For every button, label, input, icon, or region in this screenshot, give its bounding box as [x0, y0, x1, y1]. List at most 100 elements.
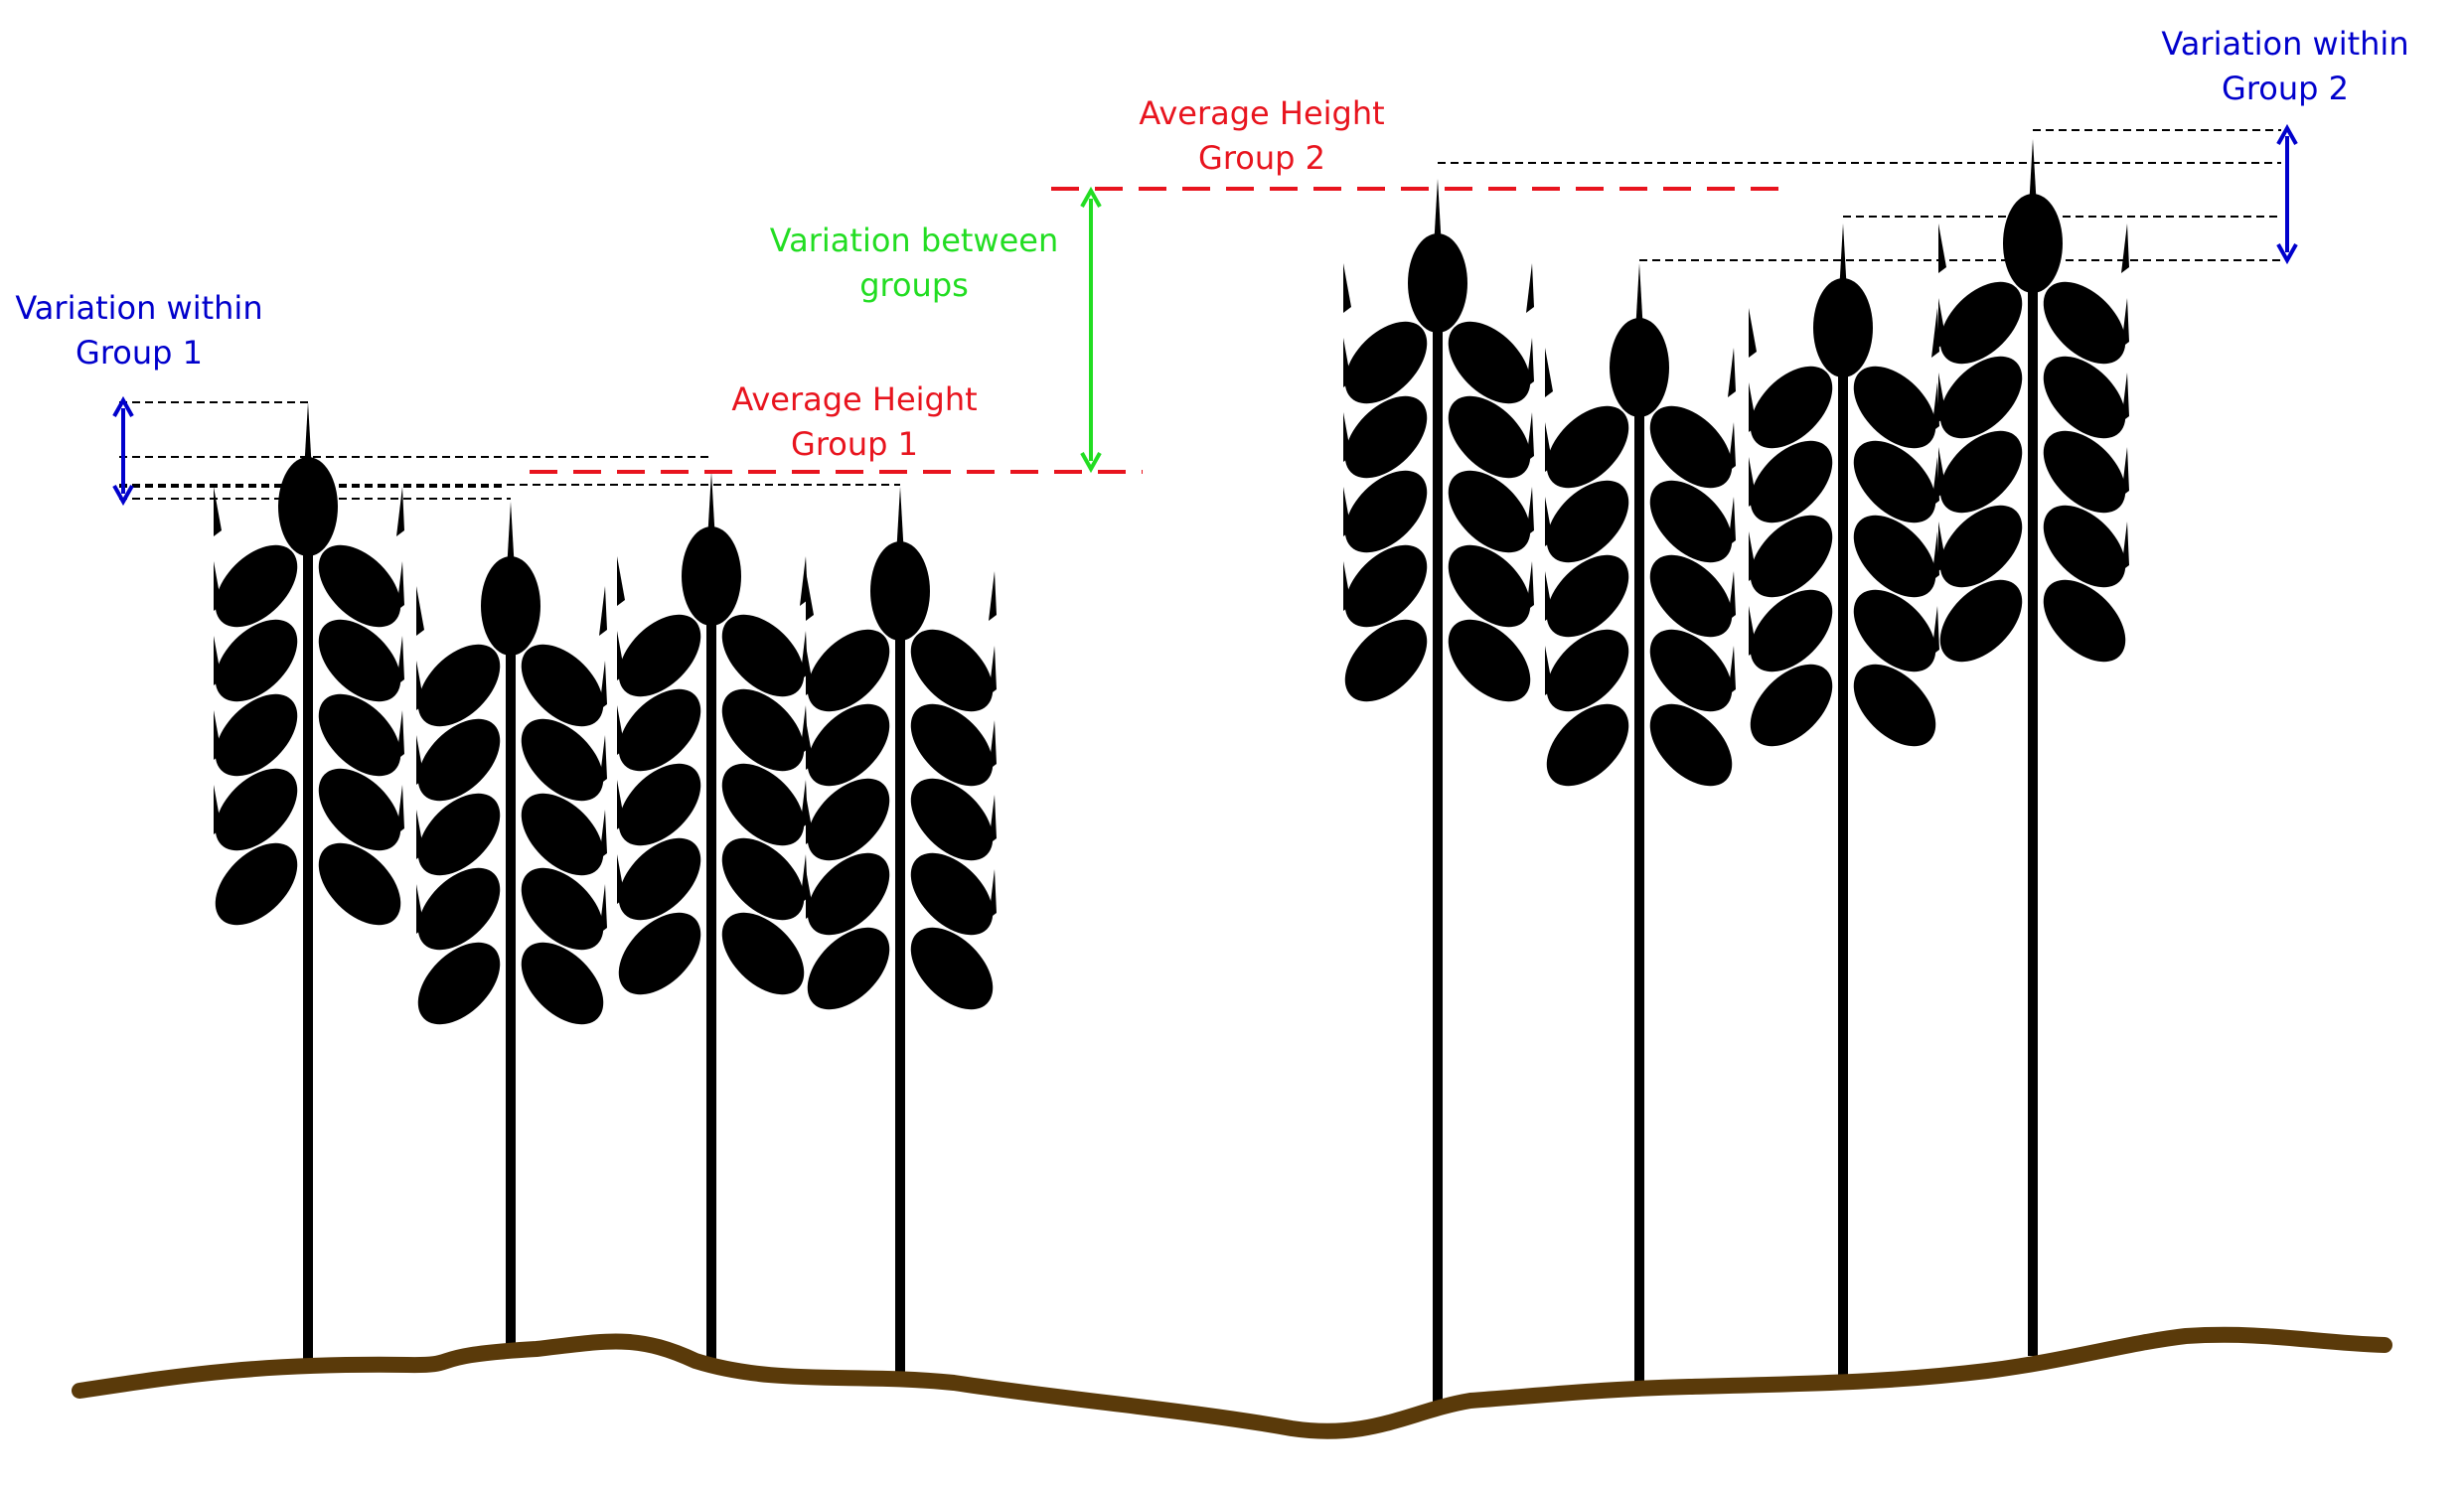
wheat-awn	[896, 487, 904, 556]
wheat-awn	[1526, 561, 1534, 611]
wheat-stem	[1433, 238, 1443, 1403]
wheat-grain	[2043, 505, 2126, 588]
wheat-awn	[989, 646, 997, 695]
label-variation-within-group-1: Variation within Group 1	[15, 289, 263, 372]
wheat-grain	[1546, 703, 1629, 787]
wheat-grain	[417, 718, 501, 802]
wheat-grain	[521, 718, 604, 802]
wheat-awn	[416, 735, 424, 785]
wheat-grain	[215, 693, 298, 777]
wheat-awn	[1728, 497, 1736, 546]
wheat-awn	[707, 472, 715, 541]
wheat-awn	[1931, 382, 1939, 432]
wheat-awn	[1343, 487, 1351, 536]
wheat-grain	[215, 544, 298, 628]
arrow-head-down	[1080, 452, 1102, 474]
wheat-awn	[806, 869, 814, 919]
wheat-awn	[806, 571, 814, 621]
wheat-grain	[618, 688, 701, 772]
wheat-grain	[807, 629, 890, 712]
wheat-grain	[481, 556, 540, 656]
wheat-grain	[870, 541, 930, 641]
wheat-grain	[1813, 278, 1873, 377]
wheat-grain	[1649, 405, 1733, 489]
wheat-awn	[1545, 646, 1553, 695]
wheat-awn	[2029, 139, 2037, 209]
wheat-grain	[721, 837, 805, 921]
wheat-awn	[2121, 298, 2129, 348]
arrow-head-down	[2276, 243, 2298, 265]
wheat-awn	[1526, 412, 1534, 462]
wheat-awn	[1526, 338, 1534, 387]
wheat-awn	[599, 661, 607, 710]
wheat-awn	[617, 705, 625, 755]
wheat-awn	[617, 854, 625, 904]
wheat-grain	[318, 842, 401, 926]
wheat-grain	[215, 768, 298, 851]
wheat-awn	[989, 795, 997, 844]
wheat-awn	[1343, 338, 1351, 387]
wheat-grain	[521, 942, 604, 1025]
wheat-grain	[910, 629, 994, 712]
soil-ground-line	[72, 1326, 2392, 1439]
wheat-grain	[1853, 440, 1936, 523]
wheat-awn	[1728, 348, 1736, 397]
wheat-stalk-icon	[1938, 139, 2129, 1356]
wheat-awn	[214, 636, 222, 685]
arrow-head-up	[1080, 186, 1102, 208]
wheat-awn	[1343, 263, 1351, 313]
wheat-grain	[2043, 356, 2126, 439]
wheat-awn	[806, 720, 814, 770]
wheat-stem	[895, 546, 905, 1376]
wheat-stalk-icon	[1545, 263, 1736, 1384]
wheat-awn	[1931, 457, 1939, 507]
wheat-grain	[215, 619, 298, 702]
wheat-grain	[1448, 544, 1531, 628]
wheat-awn	[396, 636, 404, 685]
wheat-grain	[1750, 515, 1833, 598]
wheat-grain	[721, 614, 805, 697]
wheat-grain	[1448, 321, 1531, 404]
wheat-stem	[706, 531, 716, 1371]
wheat-grain	[2003, 194, 2063, 293]
wheat-awn	[1749, 308, 1757, 358]
wheat-grain	[417, 644, 501, 727]
wheat-awn	[396, 487, 404, 536]
wheat-awn	[599, 884, 607, 934]
wheat-grain	[618, 614, 701, 697]
wheat-grain	[1853, 366, 1936, 449]
wheat-grain	[1939, 579, 2023, 663]
wheat-awn	[396, 710, 404, 760]
wheat-grain	[1448, 470, 1531, 553]
wheat-awn	[1931, 606, 1939, 656]
wheat-grain	[1939, 505, 2023, 588]
wheat-awn	[416, 810, 424, 859]
wheat-awn	[1526, 487, 1534, 536]
wheat-grain	[1853, 664, 1936, 747]
guide-lines	[119, 129, 2281, 500]
wheat-awn	[1728, 571, 1736, 621]
wheat-awn	[989, 869, 997, 919]
wheat-awn	[1938, 298, 1946, 348]
wheat-awn	[1545, 348, 1553, 397]
wheat-stalk-icon	[416, 502, 607, 1351]
wheat-grain	[318, 544, 401, 628]
wheat-awn	[1938, 447, 1946, 497]
wheat-grain	[1344, 470, 1428, 553]
wheat-awn	[1545, 571, 1553, 621]
wheat-grain	[417, 942, 501, 1025]
wheat-grain	[1750, 664, 1833, 747]
wheat-grain	[807, 778, 890, 861]
wheat-awn	[214, 785, 222, 834]
wheat-grain	[417, 793, 501, 876]
wheat-awn	[1931, 308, 1939, 358]
wheat-grain	[521, 867, 604, 951]
wheat-grain	[910, 703, 994, 787]
wheat-grain	[1750, 440, 1833, 523]
variation-within-group-1-arrow	[112, 395, 134, 507]
wheat-awn	[1749, 531, 1757, 581]
wheat-awn	[416, 661, 424, 710]
wheat-grain	[318, 619, 401, 702]
arrow-head-down	[112, 485, 134, 507]
